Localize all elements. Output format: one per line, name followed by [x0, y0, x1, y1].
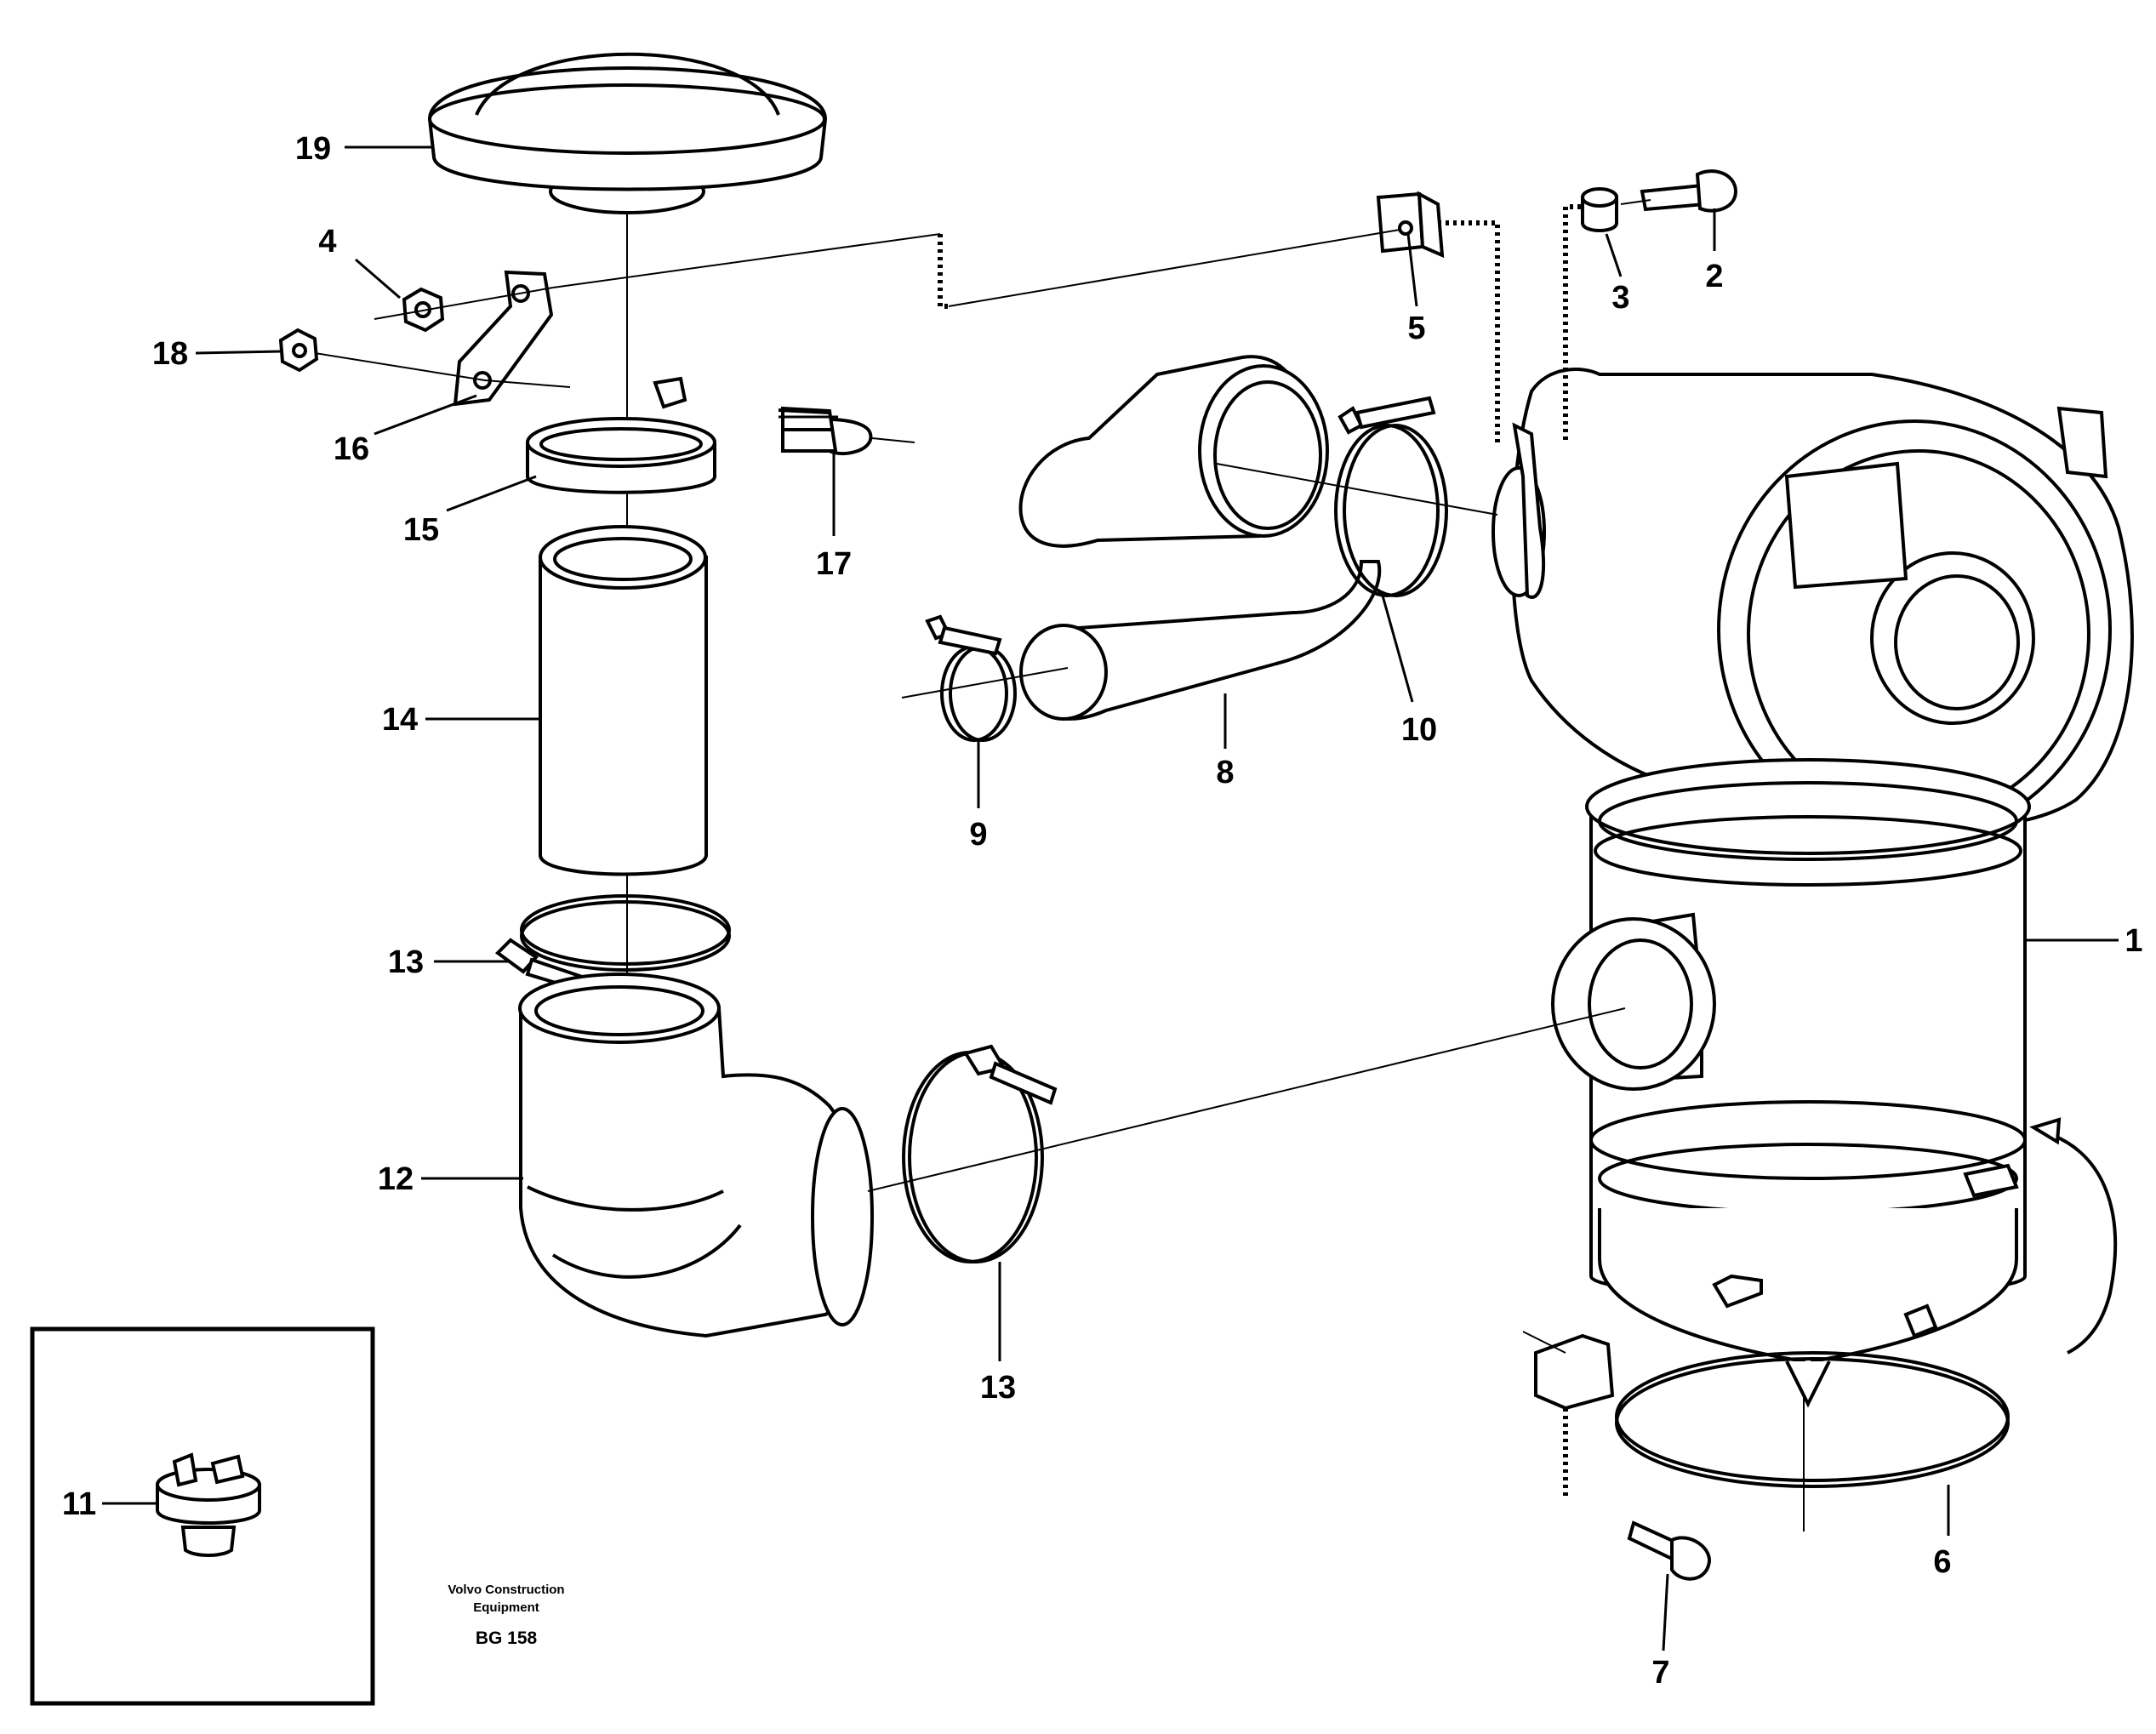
spacer-part	[1581, 187, 1618, 232]
assembly-line	[374, 287, 554, 320]
leader-line	[355, 258, 401, 299]
leader-line	[446, 475, 537, 512]
assembly-dashed	[938, 234, 949, 309]
callout-14: 14	[382, 702, 418, 738]
assembly-line	[1522, 1331, 1566, 1354]
callout-7: 7	[1651, 1655, 1669, 1691]
callout-19: 19	[295, 131, 331, 167]
callout-5: 5	[1407, 311, 1425, 346]
footer-company-line1: Volvo Construction	[448, 1583, 564, 1597]
assembly-line	[901, 667, 1069, 699]
nut-part-18	[278, 328, 319, 373]
callout-4: 4	[318, 224, 336, 260]
callout-3: 3	[1611, 280, 1629, 316]
callout-18: 18	[152, 336, 188, 372]
callout-11: 11	[62, 1486, 96, 1522]
inset-frame	[30, 1326, 375, 1706]
rain-cap-part	[427, 52, 828, 214]
leader-line	[1381, 595, 1414, 703]
callout-17: 17	[816, 546, 852, 582]
clip-part	[1376, 191, 1445, 259]
assembly-line	[867, 1007, 1626, 1192]
callout-1: 1	[2125, 923, 2142, 959]
bolt-part-7	[1627, 1520, 1712, 1581]
mounting-band-part	[1534, 1274, 2010, 1488]
callout-2: 2	[1705, 259, 1723, 294]
callout-15: 15	[403, 512, 439, 548]
leader-line	[195, 350, 282, 355]
callout-16: 16	[334, 431, 369, 467]
hose-clamp-lower-part	[902, 1044, 1058, 1263]
callout-9: 9	[969, 817, 987, 853]
callout-10: 10	[1401, 712, 1437, 748]
assembly-line	[314, 352, 571, 388]
assembly-dashed	[1438, 220, 1500, 442]
callout-6: 6	[1933, 1544, 1951, 1580]
callout-13-upper: 13	[388, 944, 424, 980]
small-clamp-part	[925, 614, 1017, 742]
leader-line	[1662, 1573, 1669, 1651]
assembly-line	[1216, 463, 1498, 516]
assembly-line	[552, 233, 941, 288]
assembly-line	[871, 437, 915, 443]
leader-line	[1605, 233, 1623, 277]
large-clamp-part	[1334, 396, 1448, 597]
footer-drawing-code: BG 158	[476, 1628, 538, 1648]
footer-company-line2: Equipment	[473, 1600, 539, 1615]
clamp-band-part	[526, 376, 716, 494]
assembly-line	[948, 229, 1400, 307]
elbow-hose-part	[518, 973, 874, 1338]
filter-tube-part	[539, 525, 708, 876]
assembly-line	[1620, 199, 1651, 205]
service-indicator-part	[156, 1452, 261, 1557]
assembly-dashed	[1563, 204, 1581, 442]
callout-8: 8	[1216, 755, 1234, 790]
callout-13-lower: 13	[980, 1370, 1016, 1406]
bolt-part	[778, 406, 873, 456]
callout-12: 12	[378, 1161, 414, 1197]
intake-hose-part	[1018, 355, 1382, 721]
leader-line	[374, 394, 477, 436]
leader-line	[1406, 233, 1418, 307]
bolt-part-2	[1640, 169, 1738, 213]
air-cleaner-housing-part	[1492, 368, 2134, 1408]
